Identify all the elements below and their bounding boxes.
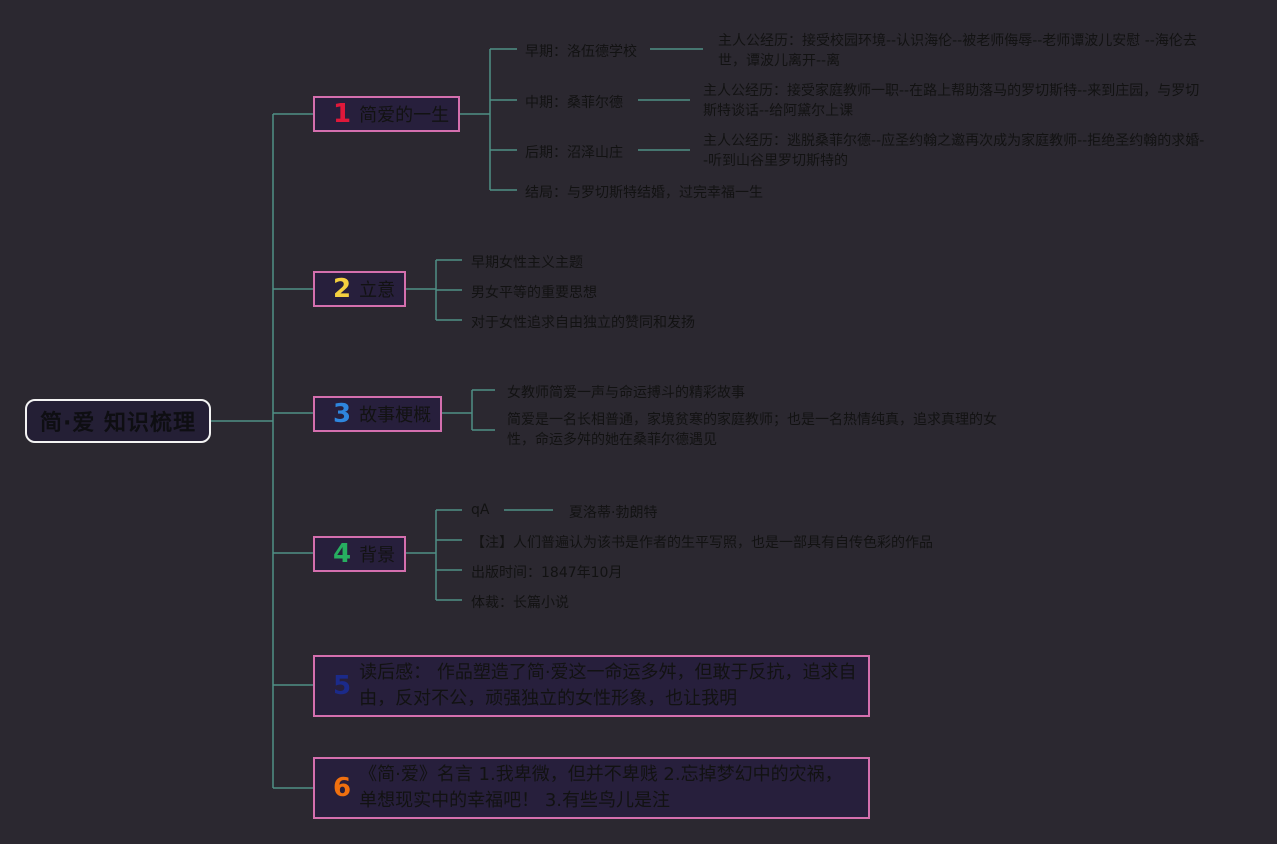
summary-item[interactable]: 简爱是一名长相普通，家境贫寒的家庭教师；也是一名热情纯真，追求真理的女性，命运多…: [507, 412, 997, 448]
topic-number: 2: [333, 274, 352, 304]
topic-number: 5: [333, 671, 352, 701]
topic-number: 4: [333, 539, 352, 569]
summary-item[interactable]: 女教师简爱一声与命运搏斗的精彩故事: [507, 385, 745, 401]
stage-middle[interactable]: 中期：桑菲尔德: [525, 95, 623, 111]
root-node[interactable]: 简·爱 知识梳理: [25, 399, 211, 443]
theme-item[interactable]: 对于女性追求自由独立的赞同和发扬: [471, 315, 695, 331]
background-item[interactable]: 出版时间：1847年10月: [471, 565, 623, 581]
topic-reflection[interactable]: 5 读后感： 作品塑造了简·爱这一命运多舛，但敢于反抗，追求自由，反对不公，顽强…: [313, 655, 870, 717]
topic-number: 3: [333, 399, 352, 429]
topic-label: 故事梗概: [359, 405, 432, 426]
stage-early[interactable]: 早期：洛伍德学校: [525, 44, 637, 60]
topic-life[interactable]: 1 简爱的一生: [313, 96, 460, 132]
topic-quotes[interactable]: 6 《简·爱》名言 1.我卑微，但并不卑贱 2.忘掉梦幻中的灾祸，单想现实中的幸…: [313, 757, 870, 819]
background-item[interactable]: 体裁：长篇小说: [471, 595, 569, 611]
author-key[interactable]: qA: [471, 502, 490, 518]
theme-item[interactable]: 早期女性主义主题: [471, 255, 583, 271]
topic-number: 1: [333, 99, 352, 129]
author-value[interactable]: 夏洛蒂·勃朗特: [569, 505, 658, 521]
topic-background[interactable]: 4 背景: [313, 536, 406, 572]
topic-label: 简爱的一生: [359, 105, 450, 126]
stage-early-detail[interactable]: 主人公经历：接受校园环境--认识海伦--被老师侮辱--老师谭波儿安慰 --海伦去…: [718, 33, 1197, 69]
theme-item[interactable]: 男女平等的重要思想: [471, 285, 597, 301]
topic-label: 读后感： 作品塑造了简·爱这一命运多舛，但敢于反抗，追求自由，反对不公，顽强独立…: [359, 662, 857, 709]
background-item[interactable]: 【注】人们普遍认为该书是作者的生平写照，也是一部具有自传色彩的作品: [471, 535, 933, 551]
topic-label: 《简·爱》名言 1.我卑微，但并不卑贱 2.忘掉梦幻中的灾祸，单想现实中的幸福吧…: [359, 764, 843, 811]
topic-label: 背景: [359, 545, 396, 566]
topic-number: 6: [333, 773, 352, 803]
topic-theme[interactable]: 2 立意: [313, 271, 406, 307]
topic-summary[interactable]: 3 故事梗概: [313, 396, 442, 432]
stage-middle-detail[interactable]: 主人公经历：接受家庭教师一职--在路上帮助落马的罗切斯特--来到庄园，与罗切斯特…: [703, 83, 1200, 119]
stage-late-detail[interactable]: 主人公经历：逃脱桑菲尔德--应圣约翰之邀再次成为家庭教师--拒绝圣约翰的求婚--…: [703, 133, 1205, 169]
topic-label: 立意: [359, 280, 396, 301]
root-title: 简·爱 知识梳理: [39, 411, 197, 436]
stage-late[interactable]: 后期：沼泽山庄: [525, 145, 623, 161]
stage-ending[interactable]: 结局：与罗切斯特结婚，过完幸福一生: [525, 185, 763, 201]
